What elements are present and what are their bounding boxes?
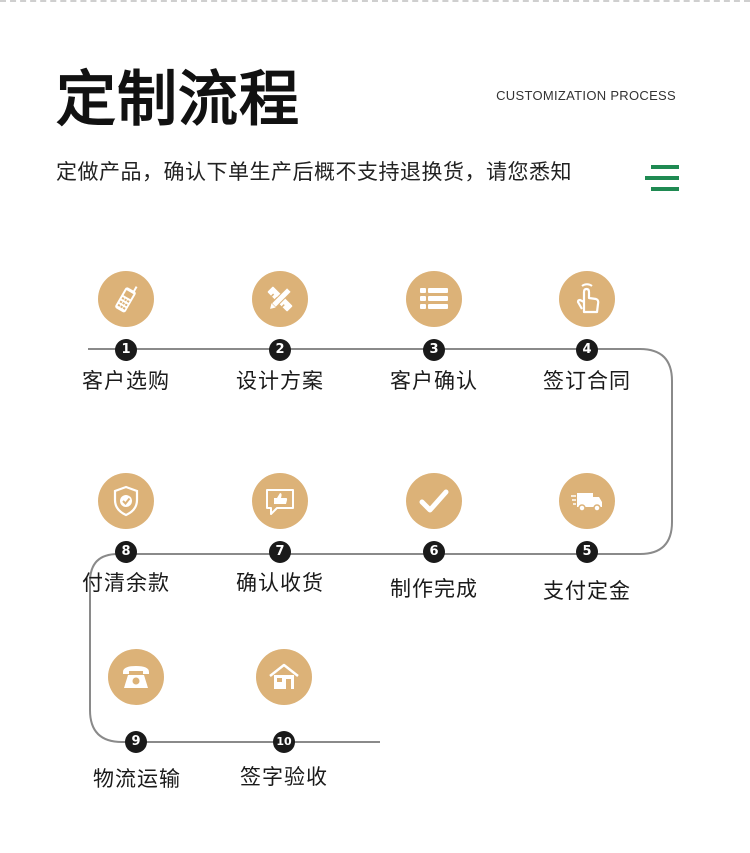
step-number-badge: 6 <box>423 541 445 563</box>
process-step-8: 8 付清余款 <box>46 473 206 643</box>
step-label: 支付定金 <box>543 579 631 603</box>
process-step-5: 5 支付定金 <box>507 473 667 643</box>
step-icon-badge <box>108 649 164 705</box>
pencil-ruler-icon <box>267 286 293 312</box>
process-step-6: 6 制作完成 <box>354 473 514 643</box>
step-icon-badge <box>256 649 312 705</box>
step-label: 签字验收 <box>240 765 328 789</box>
thumbs-up-icon <box>266 489 294 515</box>
step-label: 付清余款 <box>82 571 170 595</box>
step-label: 确认收货 <box>236 571 324 595</box>
hand-pointer-icon <box>576 283 600 314</box>
step-number-badge: 8 <box>115 541 137 563</box>
checkmark-icon <box>419 489 449 513</box>
house-icon <box>269 663 299 689</box>
process-step-9: 9 物流运输 <box>56 649 216 819</box>
step-icon-badge <box>98 473 154 529</box>
mobile-phone-icon <box>115 286 138 313</box>
delivery-truck-icon <box>571 493 602 512</box>
list-icon <box>420 288 448 309</box>
step-label: 客户确认 <box>390 369 478 393</box>
step-icon-badge <box>406 271 462 327</box>
step-icon-badge <box>406 473 462 529</box>
step-number-badge: 10 <box>273 731 295 753</box>
step-number-badge: 1 <box>115 339 137 361</box>
telephone-icon <box>123 666 149 688</box>
step-label: 物流运输 <box>93 767 181 791</box>
process-step-1: 1 客户选购 <box>46 271 206 441</box>
step-label: 客户选购 <box>82 369 170 393</box>
process-step-2: 2 设计方案 <box>200 271 360 441</box>
step-icon-badge <box>98 271 154 327</box>
page-subtitle-notice: 定做产品，确认下单生产后概不支持退换货，请您悉知 <box>56 160 572 184</box>
step-label: 设计方案 <box>236 369 324 393</box>
step-icon-badge <box>252 473 308 529</box>
step-number-badge: 2 <box>269 339 291 361</box>
step-number-badge: 7 <box>269 541 291 563</box>
step-icon-badge <box>252 271 308 327</box>
step-number-badge: 3 <box>423 339 445 361</box>
step-icon-badge <box>559 271 615 327</box>
step-label: 制作完成 <box>390 577 478 601</box>
step-number-badge: 9 <box>125 731 147 753</box>
step-number-badge: 5 <box>576 541 598 563</box>
process-step-10: 10 签字验收 <box>204 649 364 819</box>
process-step-7: 7 确认收货 <box>200 473 360 643</box>
menu-icon[interactable] <box>645 164 679 192</box>
process-step-4: 4 签订合同 <box>507 271 667 441</box>
step-number-badge: 4 <box>576 339 598 361</box>
step-label: 签订合同 <box>543 369 631 393</box>
page-title-english: CUSTOMIZATION PROCESS <box>496 88 676 103</box>
page-title: 定制流程 <box>56 65 300 135</box>
step-icon-badge <box>559 473 615 529</box>
shield-check-icon <box>113 485 139 517</box>
process-step-3: 3 客户确认 <box>354 271 514 441</box>
top-dashed-border <box>0 0 750 2</box>
